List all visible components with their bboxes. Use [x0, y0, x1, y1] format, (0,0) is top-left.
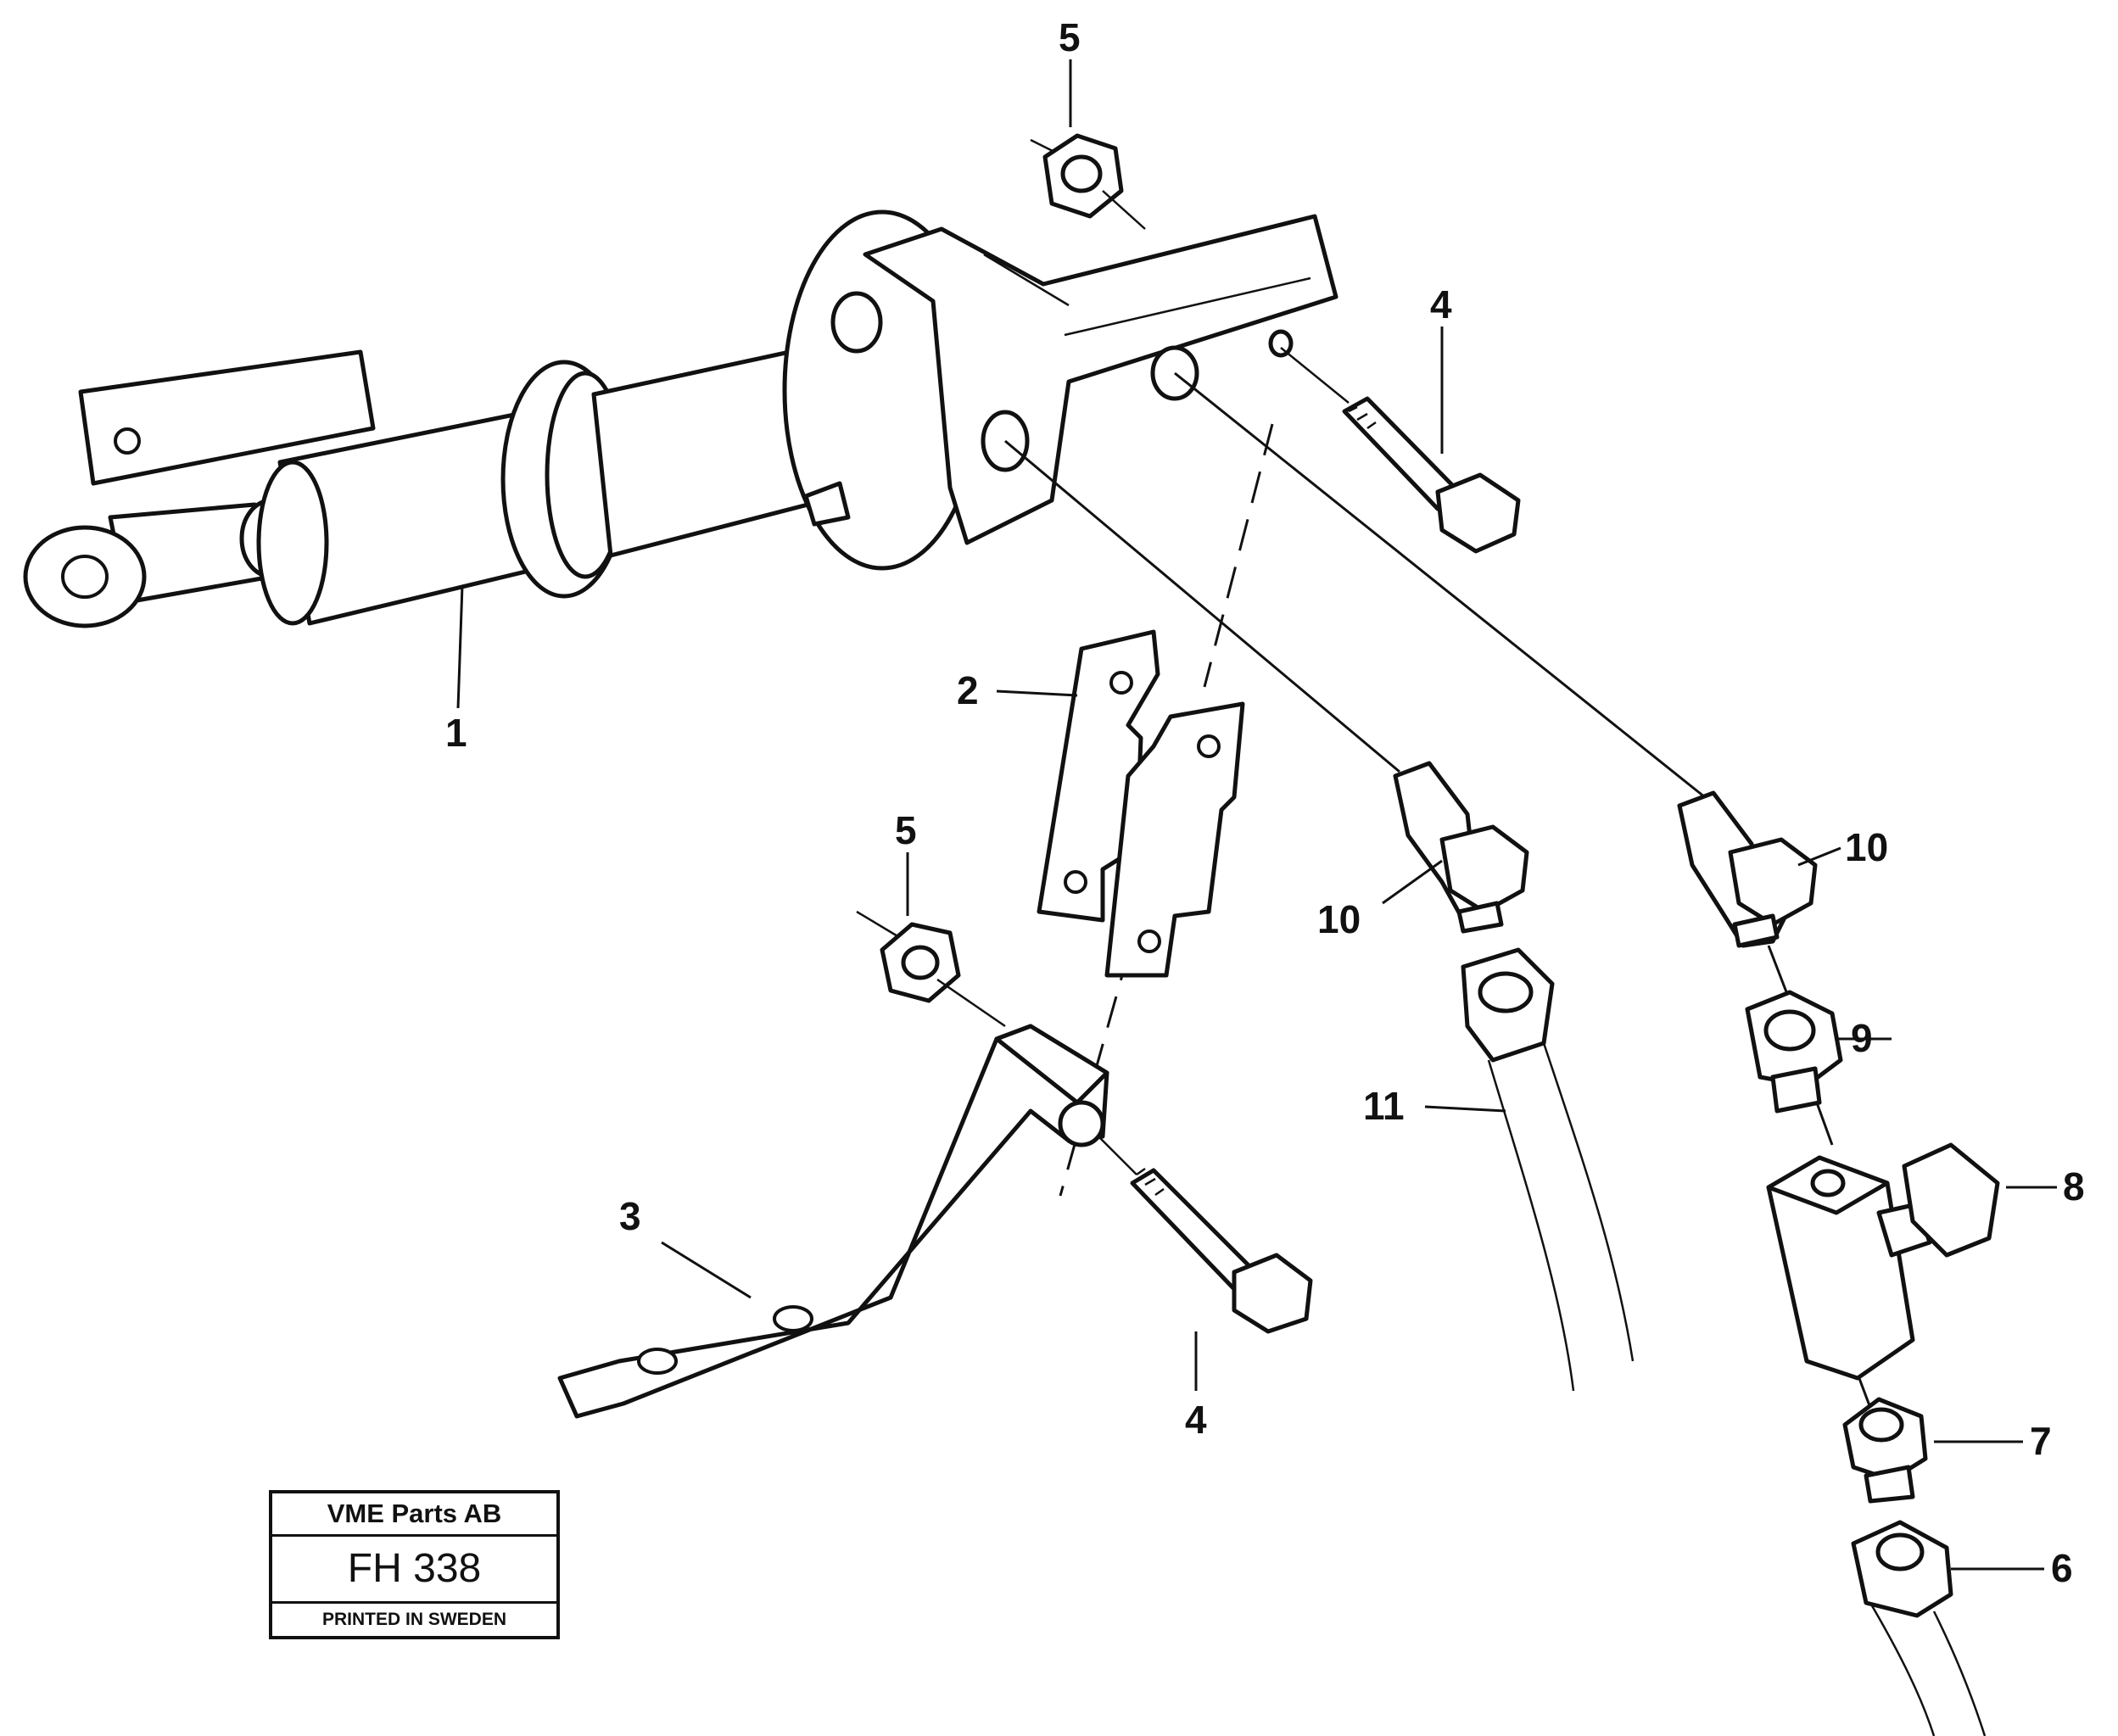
hose: [1461, 947, 1635, 1392]
tee-fitting: [1766, 1142, 2000, 1381]
callout-5-lower: 5: [895, 808, 917, 852]
callout-6: 6: [2051, 1546, 2073, 1590]
bolt-lower: [1098, 1136, 1313, 1334]
lever-arm: [557, 1024, 1109, 1419]
nut-lower: [856, 910, 1006, 1028]
callout-11: 11: [1363, 1084, 1405, 1128]
bolt-top: [1280, 347, 1521, 554]
stamp-code: FH 338: [272, 1537, 556, 1604]
stamp-company: VME Parts AB: [272, 1493, 556, 1537]
callout-4-top: 4: [1430, 282, 1452, 327]
elbow-fitting-left: [1393, 761, 1529, 934]
callout-2: 2: [957, 668, 979, 712]
elbow-fitting-right: [1677, 790, 1818, 948]
callout-9: 9: [1851, 1016, 1873, 1060]
callout-7: 7: [2030, 1419, 2052, 1463]
nipple: [1842, 1397, 1928, 1504]
callout-8: 8: [2063, 1164, 2085, 1209]
adapter: [1745, 990, 1843, 1114]
thread-marks: [1136, 405, 1377, 1197]
callout-1: 1: [445, 711, 467, 755]
callout-3: 3: [619, 1194, 641, 1238]
title-stamp: VME Parts AB FH 338 PRINTED IN SWEDEN: [269, 1490, 560, 1639]
hose-end: [1851, 1520, 1987, 1736]
cylinder-assembly: [23, 209, 1338, 628]
callout-5-top: 5: [1059, 15, 1081, 59]
tracer-right: [1174, 371, 1706, 799]
callout-10-left: 10: [1317, 897, 1361, 941]
bracket-pair: [1037, 629, 1245, 978]
nut-top: [1030, 133, 1146, 230]
callout-10-right: 10: [1845, 825, 1888, 869]
callout-4-lower: 4: [1185, 1398, 1207, 1442]
stamp-printed: PRINTED IN SWEDEN: [321, 1610, 506, 1629]
tracer-left: [1004, 439, 1400, 773]
leader-lines: [456, 59, 2057, 1571]
